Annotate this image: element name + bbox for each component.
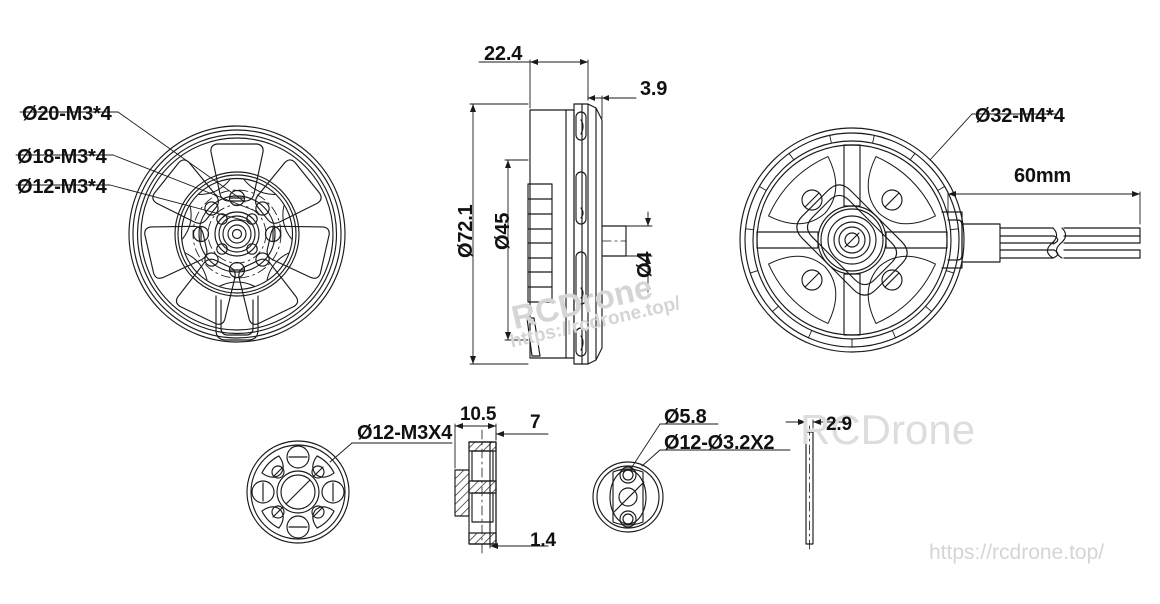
base-mount-frame <box>796 184 908 296</box>
leader-line-d58 <box>629 423 719 471</box>
side-view-body <box>526 103 627 365</box>
motor-wires <box>961 223 1141 263</box>
side-view-slots <box>575 111 587 357</box>
base-wire-tab <box>941 211 963 269</box>
dim-10-5: 10.5 <box>460 404 497 425</box>
side-view-stator-stack <box>527 183 553 303</box>
adapter-view <box>246 440 350 544</box>
dim-d45: Ø45 <box>492 212 514 250</box>
dim-7: 7 <box>530 412 541 433</box>
leader-line-d12-32 <box>641 449 791 467</box>
washer-section <box>805 425 814 551</box>
dim-4-lines <box>625 211 653 293</box>
bell-hub-holes-mid <box>204 201 270 267</box>
dim-d72-1: Ø72.1 <box>455 204 477 258</box>
bell-mid-rings <box>174 171 300 297</box>
dim-72-1-lines <box>469 103 529 365</box>
adapter-section <box>454 429 497 557</box>
watermark-brand-big: RCDrone <box>800 406 976 453</box>
dim-22-4-lines <box>478 59 589 109</box>
label-d18-m3x4: Ø18-M3*4 <box>17 146 107 168</box>
base-center-boss <box>817 205 887 275</box>
dim-7-lines <box>495 431 549 441</box>
dim-45-lines <box>504 159 529 341</box>
dim-3-9-lines <box>587 95 637 119</box>
dim-d4: Ø4 <box>634 251 656 278</box>
washer-view <box>592 461 664 533</box>
base-m4-holes <box>801 189 903 291</box>
label-d12-m3x4: Ø12-M3*4 <box>17 176 107 198</box>
watermark-url-footer: https://rcdrone.top/ <box>929 541 1105 564</box>
dim-3-9: 3.9 <box>640 78 668 100</box>
label-d12-d3-2x2: Ø12-Ø3.2X2 <box>664 432 775 454</box>
dim-2-9-lines <box>785 419 847 429</box>
leader-lines-bell <box>15 111 259 223</box>
dim-2-9: 2.9 <box>826 414 852 435</box>
dim-1-4-lines <box>489 543 549 549</box>
dim-1-4: 1.4 <box>530 530 556 551</box>
leader-line-adapter <box>329 442 453 463</box>
dim-60mm-lines <box>947 191 1141 225</box>
dim-22-4: 22.4 <box>484 43 523 65</box>
bell-wire-boss <box>215 295 259 341</box>
bell-hub-holes-outer <box>192 189 282 279</box>
bell-hub-holes-inner <box>216 213 258 255</box>
label-d12-m3x4-adapter: Ø12-M3X4 <box>357 422 453 444</box>
base-web-pockets <box>768 156 936 324</box>
label-d5-8: Ø5.8 <box>664 406 707 428</box>
bell-outer-vanes <box>144 143 330 325</box>
bell-inner-arcs <box>182 179 292 287</box>
label-d32-m4x4: Ø32-M4*4 <box>975 105 1065 127</box>
bell-outer-rings <box>128 125 346 343</box>
leader-line-d32 <box>929 113 1058 161</box>
base-vent-ticks <box>745 134 959 348</box>
dim-60mm: 60mm <box>1014 165 1072 187</box>
label-d20-m3x4: Ø20-M3*4 <box>22 103 112 125</box>
bell-hub <box>192 189 282 279</box>
